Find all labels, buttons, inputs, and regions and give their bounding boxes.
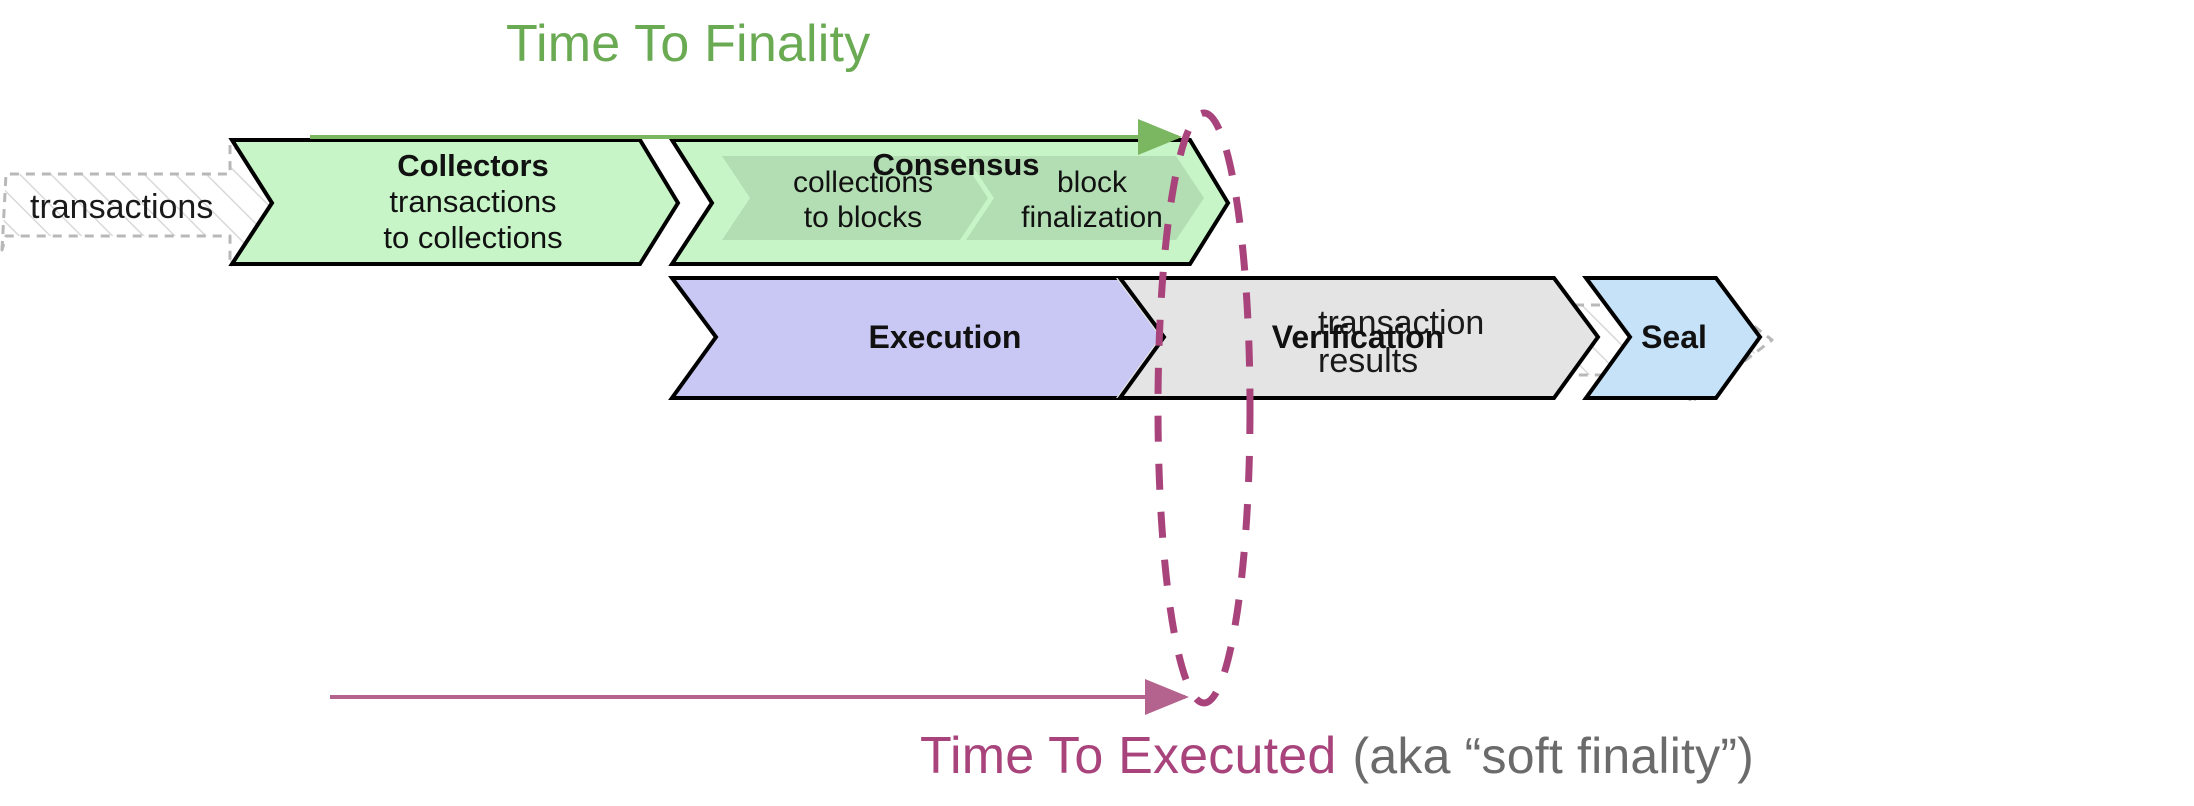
execution-title-wrap: Execution [716,319,1186,356]
collections-to-blocks-line2: to blocks [803,201,923,234]
input-transactions-label: transactions [30,187,214,226]
collectors-subtitle-line1: transactions [389,184,557,220]
subchevron-collections-to-blocks-content[interactable]: collections to blocks [734,162,974,240]
time-to-executed-label: Time To Executed [920,727,1337,785]
chevron-verification-content[interactable]: Verification [1164,278,1564,398]
subchevron-block-finalization-content[interactable]: block finalization [972,162,1194,240]
output-transaction-results-wrap: transaction results [1318,302,1648,382]
verification-title-wrap: Verification [1164,319,1564,356]
seal-title: Seal [1641,319,1707,356]
block-finalization-text: block finalization [1003,166,1163,236]
time-to-finality-title: Time To Finality [506,15,871,73]
chevron-collectors-content[interactable]: Collectors transactions to collections [272,140,652,264]
execution-title: Execution [868,319,1022,356]
chevron-seal-content[interactable]: Seal [1630,278,1730,398]
collectors-subtitle-line2: to collections [383,219,563,255]
collectors-title: Collectors [397,148,549,184]
chevron-consensus-content[interactable]: Consensus [712,143,1212,187]
time-to-executed-title: Time To Executed (aka “soft finality”) [920,726,1754,786]
input-transactions-label-wrap: transactions [30,175,280,239]
soft-finality-note: (aka “soft finality”) [1352,728,1755,784]
block-finalization-line2: finalization [1021,201,1163,234]
collections-to-blocks-line1: collections [792,166,934,200]
collections-to-blocks-text: collections to blocks [775,166,933,236]
seal-title-wrap: Seal [1630,319,1730,356]
block-finalization-line1: block [1056,166,1128,200]
chevron-execution-content[interactable]: Execution [716,278,1186,398]
verification-title: Verification [1271,319,1445,356]
collectors-title-wrap: Collectors transactions to collections [272,148,652,256]
